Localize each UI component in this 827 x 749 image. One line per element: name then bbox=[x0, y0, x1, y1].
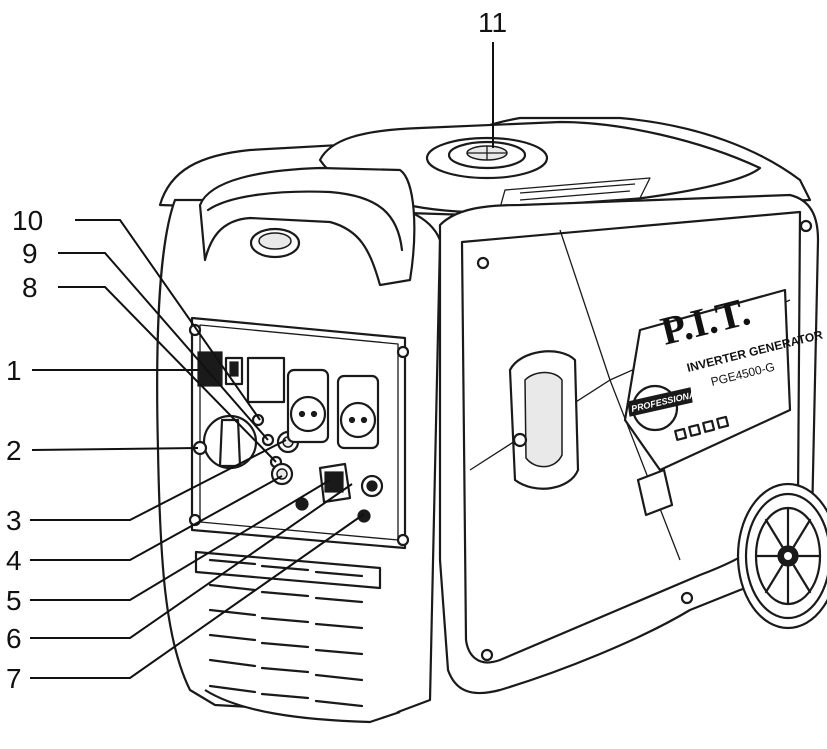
leader-6 bbox=[30, 483, 353, 639]
callout-numbers: 11 10 9 8 1 2 3 4 5 6 7 bbox=[6, 7, 507, 694]
callout-10: 10 bbox=[12, 205, 43, 236]
callout-7: 7 bbox=[6, 663, 22, 694]
leader-3 bbox=[30, 439, 287, 521]
base-foot bbox=[204, 689, 401, 724]
safety-icons bbox=[674, 415, 730, 441]
brand-plate: P.I.T. INVERTER GENERATOR PGE4500-G PROF… bbox=[623, 288, 824, 472]
wheel bbox=[736, 482, 827, 630]
callout-1: 1 bbox=[6, 355, 22, 386]
fuel-cap bbox=[425, 136, 549, 180]
ground-terminal bbox=[295, 497, 371, 523]
leader-10 bbox=[75, 219, 261, 421]
callout-2: 2 bbox=[6, 435, 22, 466]
ac-outlet-right bbox=[336, 374, 380, 450]
leader-9 bbox=[58, 252, 269, 441]
callout-9: 9 bbox=[22, 238, 38, 269]
leader-7 bbox=[30, 513, 365, 679]
ac-outlet-left bbox=[286, 368, 330, 444]
warning-sticker bbox=[636, 468, 674, 517]
display-window bbox=[246, 356, 286, 404]
top-label bbox=[499, 177, 651, 209]
callout-4: 4 bbox=[6, 545, 22, 576]
leader-2 bbox=[31, 447, 199, 451]
side-door-latch bbox=[508, 350, 580, 490]
callout-5: 5 bbox=[6, 585, 22, 616]
leader-5 bbox=[30, 479, 331, 601]
callout-leaders bbox=[30, 42, 494, 679]
callout-8: 8 bbox=[22, 272, 38, 303]
callout-3: 3 bbox=[6, 505, 22, 536]
dc-outlet bbox=[318, 462, 384, 504]
professional-badge: PROFESSIONAL bbox=[627, 384, 702, 432]
indicator-lights bbox=[251, 413, 283, 469]
callout-6: 6 bbox=[6, 623, 22, 654]
leader-8 bbox=[58, 286, 277, 463]
eco-switch bbox=[197, 351, 244, 387]
leader-4 bbox=[30, 475, 283, 561]
generator-body: P.I.T. INVERTER GENERATOR PGE4500-G PROF… bbox=[156, 116, 827, 724]
callout-11: 11 bbox=[478, 7, 507, 38]
